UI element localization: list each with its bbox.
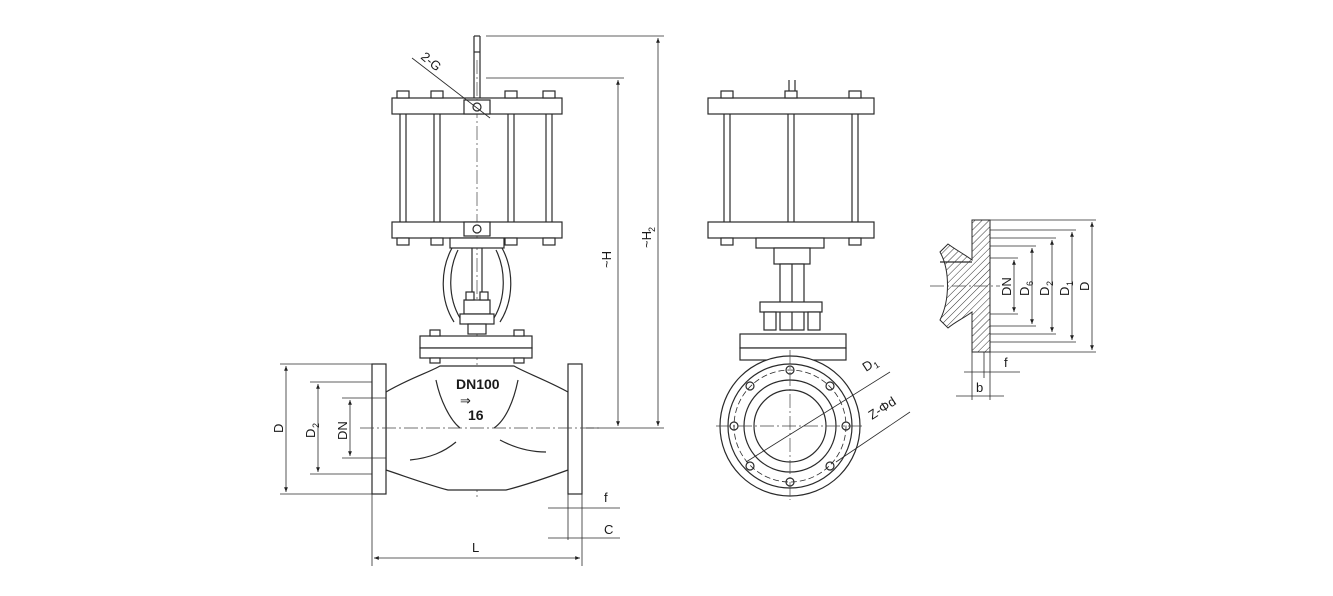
label-f: f [604,490,608,505]
bonnet-flange [419,329,533,364]
section-label-d2: D [1037,287,1052,296]
label-d2: D [303,429,318,438]
height-dimensions: ~H ~H 2 [486,35,664,429]
flow-direction-arrow: ⇒ [460,393,471,408]
pressure-rating-marking: 16 [468,407,484,423]
section-label-d1: D [1057,287,1072,296]
length-dimensions: L f C [371,490,620,566]
label-dn: DN [335,421,350,440]
side-actuator [707,80,875,249]
body-size-marking: DN100 [456,376,500,392]
valve-body: DN100 ⇒ 16 [360,363,600,495]
side-flange: D 1 Z-Φd [716,350,911,500]
flange-section: DN D 6 D 2 D 1 D f b [930,219,1096,400]
flange-diameter-dimensions: D D 2 DN [271,363,386,495]
front-view: DN100 ⇒ 16 2-G ~H ~H 2 [271,35,664,566]
section-label-d2-subscript: 2 [1045,281,1055,286]
section-label-d1-subscript: 1 [1065,281,1075,286]
actuator-stem [473,35,481,100]
label-h: ~H [599,251,614,268]
section-label-dn: DN [999,277,1014,296]
pneumatic-actuator [391,60,563,500]
yoke [442,247,512,335]
side-view: D 1 Z-Φd [707,80,911,500]
section-label-f: f [1004,355,1008,370]
label-2g: 2-G [418,49,444,74]
side-yoke [739,247,847,361]
label-l: L [472,540,479,555]
section-label-b: b [976,380,983,395]
side-label-zd: Z-Φd [865,394,898,423]
label-d2-subscript: 2 [311,423,321,428]
section-label-d6: D [1017,287,1032,296]
label-c: C [604,522,613,537]
section-label-d6-subscript: 6 [1025,281,1035,286]
section-label-d: D [1077,282,1092,291]
label-d: D [271,424,286,433]
label-h2: ~H [639,231,654,248]
side-label-d1-subscript: 1 [872,360,882,371]
label-h2-subscript: 2 [647,227,657,232]
